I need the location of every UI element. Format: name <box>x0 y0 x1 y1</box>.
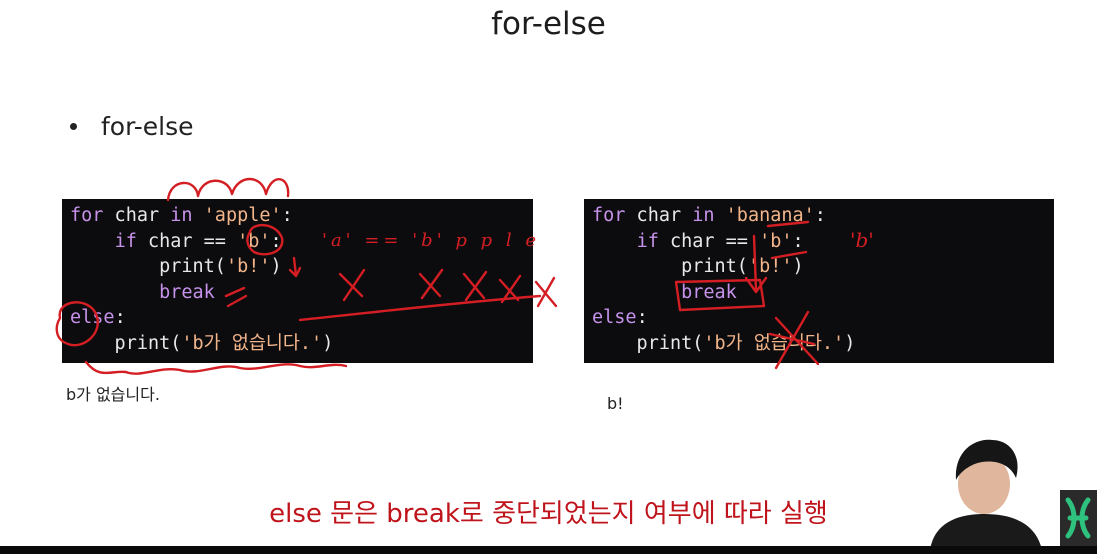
code-line: for char in 'apple': <box>70 203 533 229</box>
code-token: print( <box>70 332 182 354</box>
presenter-hair <box>955 439 1018 480</box>
code-line: print('b가 없습니다.') <box>592 331 1054 357</box>
code-token: else <box>592 307 637 329</box>
code-line: if char == 'b': <box>592 229 1054 255</box>
code-token: if <box>636 230 659 252</box>
code-token: 'b가 없습니다.' <box>703 332 845 354</box>
code-token: char <box>103 205 171 226</box>
code-token: ) <box>792 256 804 278</box>
code-line: break <box>592 280 1054 306</box>
code-token <box>70 231 115 252</box>
bullet-text: for-else <box>101 112 194 141</box>
code-token: break <box>159 281 215 303</box>
code-token: char == <box>658 230 760 252</box>
code-token <box>193 205 204 226</box>
code-token: in <box>170 205 193 226</box>
code-token: 'b!' <box>225 256 271 278</box>
code-token: print( <box>592 256 748 278</box>
code-token: in <box>692 205 715 226</box>
code-token: if <box>114 230 137 252</box>
code-token: char <box>625 205 693 226</box>
presenter-body <box>930 514 1042 550</box>
code-token: ) <box>844 332 856 354</box>
slide-caption: else 문은 break로 중단되었는지 여부에 따라 실행 <box>269 499 828 529</box>
handwriting-left: 'a' == 'b' p p l e <box>322 230 540 251</box>
code-token: 'b' <box>237 230 271 252</box>
code-token: : <box>281 205 293 226</box>
code-line: break <box>70 280 533 306</box>
code-line: for char in 'banana': <box>592 203 1054 229</box>
code-token <box>592 231 637 252</box>
code-line: print('b!') <box>70 254 533 280</box>
code-token: : <box>814 205 826 226</box>
code-token <box>715 205 726 226</box>
bullet-dot-icon <box>70 123 77 130</box>
x-mark-e <box>534 276 558 308</box>
code-token: : <box>636 307 648 329</box>
code-token: 'apple' <box>203 205 282 226</box>
output-apple: b가 없습니다. <box>66 385 160 404</box>
code-token: 'banana' <box>725 205 815 226</box>
code-token: : <box>114 307 126 329</box>
code-line: print('b가 없습니다.') <box>70 331 533 357</box>
code-token: for <box>592 205 626 226</box>
code-line: else: <box>70 305 533 331</box>
code-token: ) <box>322 332 334 354</box>
code-token <box>70 282 159 303</box>
wavy-underline-left <box>84 360 348 375</box>
code-token <box>592 282 681 303</box>
code-token: : <box>792 230 804 252</box>
presenter-head <box>958 454 1010 514</box>
handwriting-right: 'b' <box>850 228 874 252</box>
code-line: else: <box>592 305 1054 331</box>
brand-logo-icon <box>1060 490 1097 546</box>
code-token: break <box>681 281 737 303</box>
bottom-bar <box>0 546 1097 554</box>
code-token: 'b' <box>759 230 793 252</box>
code-token: char == <box>136 230 238 252</box>
code-block-banana: for char in 'banana': if char == 'b': pr… <box>584 199 1054 363</box>
bullet-item: for-else <box>70 112 194 141</box>
code-line: print('b!') <box>592 254 1054 280</box>
code-token: 'b!' <box>747 256 793 278</box>
presenter-webcam <box>930 439 1042 550</box>
code-token: ) <box>270 256 282 278</box>
code-token: print( <box>70 256 226 278</box>
code-block-apple: for char in 'apple': if char == 'b': pri… <box>62 199 533 363</box>
code-token: 'b가 없습니다.' <box>181 332 323 354</box>
slide-title: for-else <box>491 6 606 42</box>
code-token: : <box>270 230 282 252</box>
output-banana: b! <box>607 394 624 413</box>
code-token: print( <box>592 332 704 354</box>
code-token: else <box>70 307 115 329</box>
loop-marks-apple <box>166 177 290 202</box>
code-token: for <box>70 205 104 226</box>
